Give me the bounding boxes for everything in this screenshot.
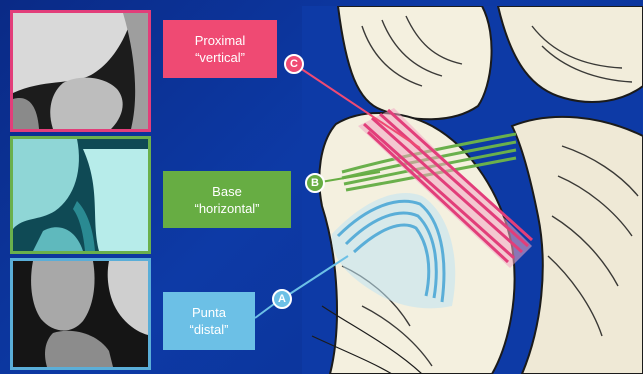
marker-b: B (305, 173, 325, 193)
xray-thumbnail-distal (10, 258, 151, 370)
label-punta-line1: Punta (192, 304, 226, 321)
label-punta-line2: “distal” (189, 321, 228, 338)
marker-c: C (284, 54, 304, 74)
leader-line-a-to-box (255, 304, 274, 318)
label-base-line2: “horizontal” (194, 200, 259, 217)
label-proximal-line1: Proximal (195, 32, 246, 49)
xray-thumbnail-proximal (10, 10, 151, 132)
xray-thumbnail-base (10, 136, 151, 254)
label-proximal-line2: “vertical” (195, 49, 245, 66)
label-punta-distal: Punta “distal” (163, 292, 255, 350)
ligament-illustration (302, 6, 643, 374)
marker-a: A (272, 289, 292, 309)
label-proximal-vertical: Proximal “vertical” (163, 20, 277, 78)
label-base-line1: Base (212, 183, 242, 200)
label-base-horizontal: Base “horizontal” (163, 171, 291, 228)
